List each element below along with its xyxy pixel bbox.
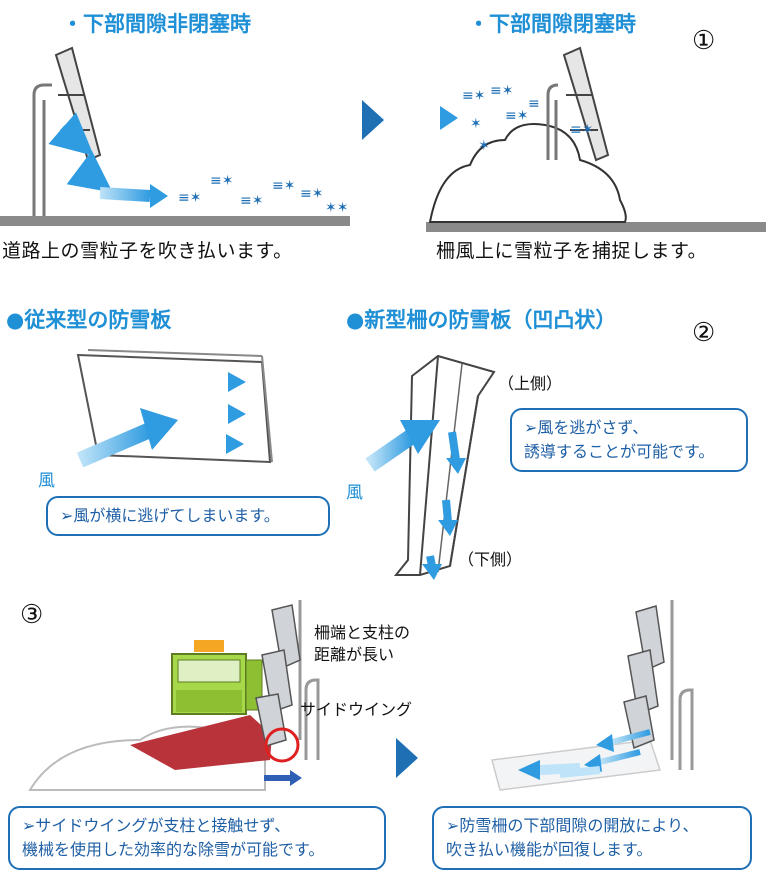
fence-post xyxy=(670,600,694,770)
svg-text:≡✶: ≡✶ xyxy=(210,173,233,189)
truck-cab xyxy=(171,640,263,715)
section-number-2: ② xyxy=(692,318,716,348)
side-escape-arrows xyxy=(196,372,246,454)
wind-arrow xyxy=(48,112,94,156)
road-surface xyxy=(0,216,350,226)
wind-arrow xyxy=(99,187,151,202)
section-number-3: ③ xyxy=(20,600,44,630)
conventional-board-title: ●従来型の防雪板 xyxy=(6,308,172,332)
wind-label-right: 風 xyxy=(346,483,363,503)
callout-side-wing-line1: ➢サイドウイングが支柱と接触せず、 xyxy=(22,816,291,835)
road-surface xyxy=(426,222,766,232)
panel-unblocked-gap: ≡✶≡✶ ≡✶≡✶ ≡✶✶✶ xyxy=(0,46,350,226)
snow-fence-panels xyxy=(623,605,665,750)
snow-fence-panels xyxy=(255,604,301,747)
wind-arrowhead xyxy=(150,184,168,208)
svg-text:✶✶: ✶✶ xyxy=(325,200,348,216)
svg-text:✶: ✶ xyxy=(478,138,490,154)
wind-arrowhead xyxy=(440,106,458,130)
callout-side-escape-text: ➢風が横に逃げてしまいます。 xyxy=(60,506,280,525)
new-board-title: ●新型柵の防雪板（凹凸状） xyxy=(346,308,617,332)
lower-side-label: （下側） xyxy=(458,550,523,569)
snow-fence-panel xyxy=(54,46,102,162)
fence-post xyxy=(546,83,559,160)
section-number-1: ① xyxy=(692,26,716,56)
svg-text:✶: ✶ xyxy=(470,116,482,132)
snowplow-blade xyxy=(130,715,272,770)
fence-post xyxy=(32,83,52,216)
snow-fence-panel xyxy=(562,46,610,162)
open-gap-scene xyxy=(491,600,694,791)
svg-text:≡✶: ≡✶ xyxy=(570,122,593,138)
svg-text:≡✶: ≡✶ xyxy=(490,83,513,99)
blocked-caption: 柵風上に雪粒子を捕捉します。 xyxy=(436,240,708,262)
svg-text:≡✶: ≡✶ xyxy=(240,193,263,209)
upper-side-label: （上側） xyxy=(498,374,563,393)
snow-drift xyxy=(428,123,627,223)
unblocked-gap-title: ・下部間隙非閉塞時 xyxy=(62,12,251,36)
direction-arrowhead xyxy=(290,770,302,786)
panel-blocked-gap: ≡✶≡✶ ✶≡✶ ≡✶ ≡✶ xyxy=(408,46,766,232)
callout-blow-away-line1: ➢防雪柵の下部間隙の開放により、 xyxy=(446,816,699,835)
svg-text:≡✶: ≡✶ xyxy=(272,178,295,194)
side-wing-label: サイドウイング xyxy=(300,700,413,719)
callout-side-wing-line2: 機械を使用した効率的な除雪が可能です。 xyxy=(22,840,325,859)
callout-blow-away: ➢防雪柵の下部間隙の開放により、 吹き払い機能が回復します。 xyxy=(432,806,752,870)
svg-text:≡✶: ≡✶ xyxy=(178,190,201,206)
fence-post xyxy=(298,600,320,760)
callout-wind-guidance-line2: 誘導することが可能です。 xyxy=(524,442,715,461)
wind-arrow xyxy=(66,150,113,193)
blow-away-arrows xyxy=(518,729,651,780)
unblocked-caption: 道路上の雪粒子を吹き払います。 xyxy=(2,240,293,262)
callout-wind-guidance: ➢風を逃がさず、 誘導することが可能です。 xyxy=(510,408,748,472)
snow-particles: ≡✶≡✶ ✶≡✶ ≡✶ ≡✶ xyxy=(462,83,593,154)
guided-down-arrows xyxy=(422,431,466,580)
wind-label-left: 風 xyxy=(38,471,55,491)
blocked-gap-title: ・下部間隙閉塞時 xyxy=(468,12,636,36)
svg-text:≡✶: ≡✶ xyxy=(462,88,485,104)
highlight-circle xyxy=(264,727,300,763)
transition-arrow xyxy=(362,100,384,140)
distance-label-line2: 距離が長い xyxy=(314,645,395,664)
callout-blow-away-line2: 吹き払い機能が回復します。 xyxy=(446,840,653,859)
callout-side-escape: ➢風が横に逃げてしまいます。 xyxy=(46,496,330,536)
svg-text:≡: ≡ xyxy=(528,96,540,112)
wind-arrow xyxy=(76,422,154,468)
distance-label: 柵端と支柱の 距離が長い xyxy=(314,622,410,666)
snow-particles: ≡✶≡✶ ≡✶≡✶ ≡✶✶✶ xyxy=(178,173,348,216)
distance-label-line1: 柵端と支柱の xyxy=(314,623,411,642)
conventional-snow-board xyxy=(76,349,273,468)
corrugated-snow-board xyxy=(365,354,496,580)
svg-text:≡✶: ≡✶ xyxy=(300,186,323,202)
callout-side-wing: ➢サイドウイングが支柱と接触せず、 機械を使用した効率的な除雪が可能です。 xyxy=(8,806,386,870)
transition-arrow xyxy=(396,738,418,778)
svg-text:≡✶: ≡✶ xyxy=(505,108,528,124)
wind-arrowhead xyxy=(400,420,440,454)
callout-wind-guidance-line1: ➢風を逃がさず、 xyxy=(524,418,649,437)
wind-arrowhead xyxy=(140,408,178,450)
wind-arrow xyxy=(365,429,417,472)
snowplow-scene xyxy=(28,600,320,791)
